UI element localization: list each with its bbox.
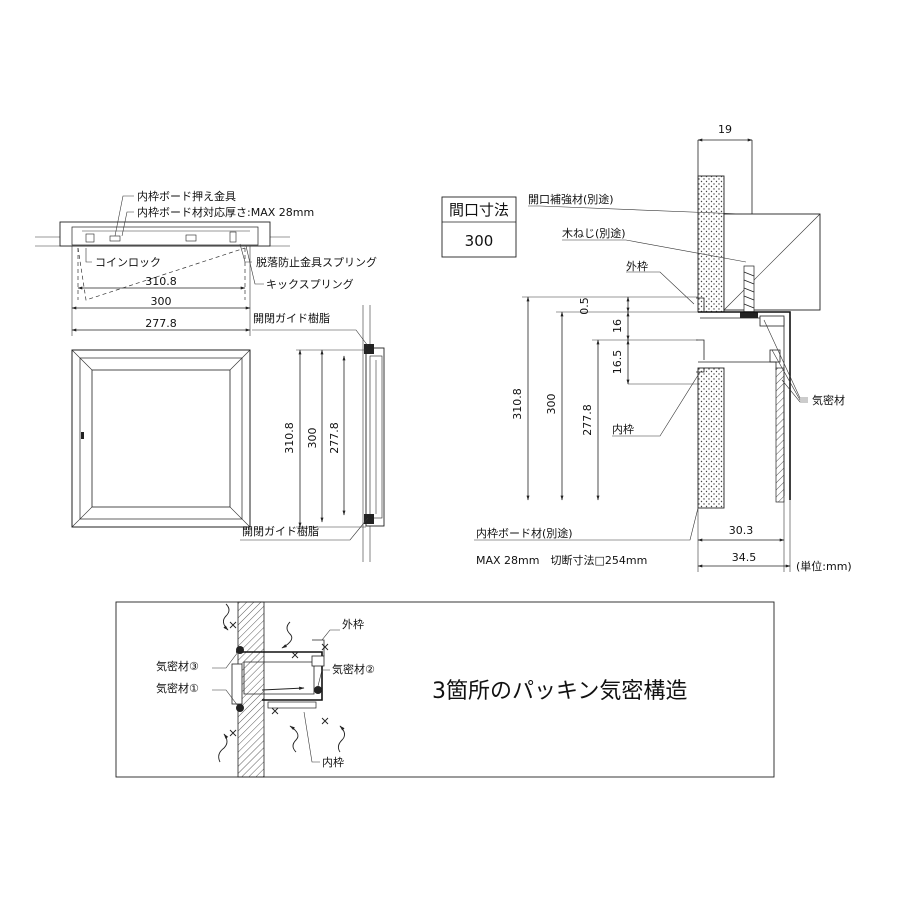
section-dim-16-5: 16.5 [611,350,624,375]
guide-resin-bottom-label: 開閉ガイド樹脂 [242,524,319,538]
kick-spring-label: キックスプリング [266,277,354,291]
opening-size-value: 300 [465,232,494,250]
seal-3-label: 気密材③ [156,659,199,673]
coin-lock-label: コインロック [95,256,161,269]
inner-frame-label: 内枠 [612,422,634,436]
section-dim-300: 300 [545,394,558,415]
airflow-arrows [218,603,345,763]
section-dim-19: 19 [718,123,732,136]
opening-size-title: 間口寸法 [449,201,509,219]
outer-frame-label: 外枠 [626,259,648,273]
plan-view: 内枠ボード押え金具 内枠ボード材対応厚さ:MAX 28mm コインロック 脱落防… [35,189,377,336]
section-dim-0-5: 0.5 [578,297,591,315]
board-thickness-label: 内枠ボード材対応厚さ:MAX 28mm [137,205,314,219]
section-view: 19 開口補強材(別途) 木ねじ(別途) 外枠 内枠 気密材 0.5 16 16… [474,123,852,573]
section-dim-310-8: 310.8 [511,388,524,420]
packing-detail: 外枠 気密材③ 気密材① 気密材② 内枠 3箇所のパッキン気密構造 [115,601,775,778]
section-dim-277-8: 277.8 [581,404,594,436]
board-spec-label: MAX 28mm 切断寸法□254mm [476,553,647,567]
wood-screw-icon [740,265,758,318]
lock-icon [81,432,84,439]
plan-dim-277-8: 277.8 [145,317,177,330]
side-dim-310-8: 310.8 [283,422,296,454]
airtight-material-label: 気密材 [812,393,845,407]
seal-1-label: 気密材① [156,681,199,695]
inner-board-label: 内枠ボード材(別途) [476,526,573,540]
side-dim-300: 300 [306,428,319,449]
section-dim-34-5: 34.5 [732,551,757,564]
reinforcement-label: 開口補強材(別途) [528,192,614,206]
detail-inner-frame-label: 内枠 [322,755,344,769]
packing-headline: 3箇所のパッキン気密構造 [432,679,687,704]
guide-resin-top-label: 開閉ガイド樹脂 [253,311,330,325]
plan-dim-310-8: 310.8 [145,275,177,288]
seal-2-label: 気密材② [332,662,375,676]
inner-board-clamp-label: 内枠ボード押え金具 [137,189,236,203]
plan-dim-300: 300 [151,295,172,308]
section-dim-30-3: 30.3 [729,524,754,537]
detail-outer-frame-label: 外枠 [342,617,364,631]
seal-2-icon [314,686,322,694]
side-view: 開閉ガイド樹脂 開閉ガイド樹脂 310.8 300 277.8 [240,305,385,562]
side-dim-277-8: 277.8 [328,422,341,454]
opening-size-box: 間口寸法 300 [441,196,517,258]
section-dim-16: 16 [611,319,624,333]
unit-label: (単位:mm) [796,559,852,573]
fall-prevention-spring-label: 脱落防止金具スプリング [256,255,377,269]
wood-screw-label: 木ねじ(別途) [562,226,626,240]
front-view-panel [71,349,251,528]
